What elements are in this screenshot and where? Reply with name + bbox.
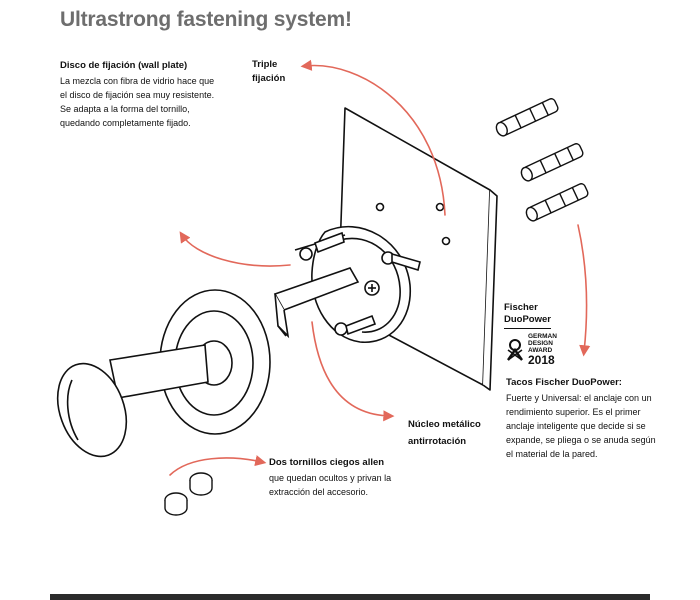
dowels-heading: Tacos Fischer DuoPower: <box>506 377 622 388</box>
brand-line: DuoPower <box>504 314 551 329</box>
wall-plate-line: La mezcla con fibra de vidrio hace que <box>60 76 215 86</box>
award-line: AWARD <box>528 347 553 354</box>
design-award-badge: GERMAN DESIGN AWARD 2018 <box>506 333 557 366</box>
core-line: Núcleo metálico <box>408 419 481 430</box>
award-line: GERMAN <box>528 333 557 340</box>
triple-line: fijación <box>252 73 286 84</box>
brand-line: Fischer <box>504 302 538 313</box>
arrow-core <box>311 321 395 422</box>
award-line: DESIGN <box>528 340 553 347</box>
set-screws-line: extracción del accesorio. <box>269 487 369 497</box>
dowels-line: el material de la pared. <box>506 449 598 459</box>
dowels-line: anclaje inteligente que decide si se <box>506 421 646 431</box>
triple-line: Triple <box>252 59 278 70</box>
brand-label: Fischer DuoPower <box>504 302 551 329</box>
wall-plate-line: el disco de fijación sea muy resistente. <box>60 90 215 100</box>
dowels-drawing <box>495 98 589 222</box>
bottom-bar <box>50 594 650 600</box>
mounting-disc-drawing <box>273 225 421 343</box>
set-screws-heading: Dos tornillos ciegos allen <box>269 457 385 468</box>
set-screws-line: que quedan ocultos y privan la <box>269 473 392 483</box>
set-screws-drawing <box>164 472 213 516</box>
award-year: 2018 <box>528 353 555 367</box>
dowels-note: Tacos Fischer DuoPower: Fuerte y Univers… <box>506 376 656 461</box>
arrow-screws <box>169 455 267 476</box>
triple-fixation-label: Triple fijación <box>252 58 285 86</box>
page-title: Ultrastrong fastening system! <box>60 8 352 31</box>
arrow-wall-plate <box>179 231 291 267</box>
dowels-line: rendimiento superior. Es el primer <box>506 407 641 417</box>
set-screws-note: Dos tornillos ciegos allen que quedan oc… <box>269 456 391 499</box>
arrow-dowels <box>577 224 591 357</box>
wall-plate-note: Disco de fijación (wall plate) La mezcla… <box>60 59 214 130</box>
hook-drawing <box>56 289 271 458</box>
wall-plate-line: quedando completamente fijado. <box>60 118 191 128</box>
wall-plate-line: Se adapta a la forma del tornillo, <box>60 104 190 114</box>
award-logo-icon <box>507 338 523 361</box>
metal-core-label: Núcleo metálico antirrotación <box>408 416 481 450</box>
core-line: antirrotación <box>408 436 467 447</box>
dowels-line: Fuerte y Universal: el anclaje con un <box>506 393 652 403</box>
wall-plate-heading: Disco de fijación (wall plate) <box>60 60 188 71</box>
dowels-line: expande, se pliega o se anuda según <box>506 435 656 445</box>
arrow-triple <box>300 59 446 216</box>
